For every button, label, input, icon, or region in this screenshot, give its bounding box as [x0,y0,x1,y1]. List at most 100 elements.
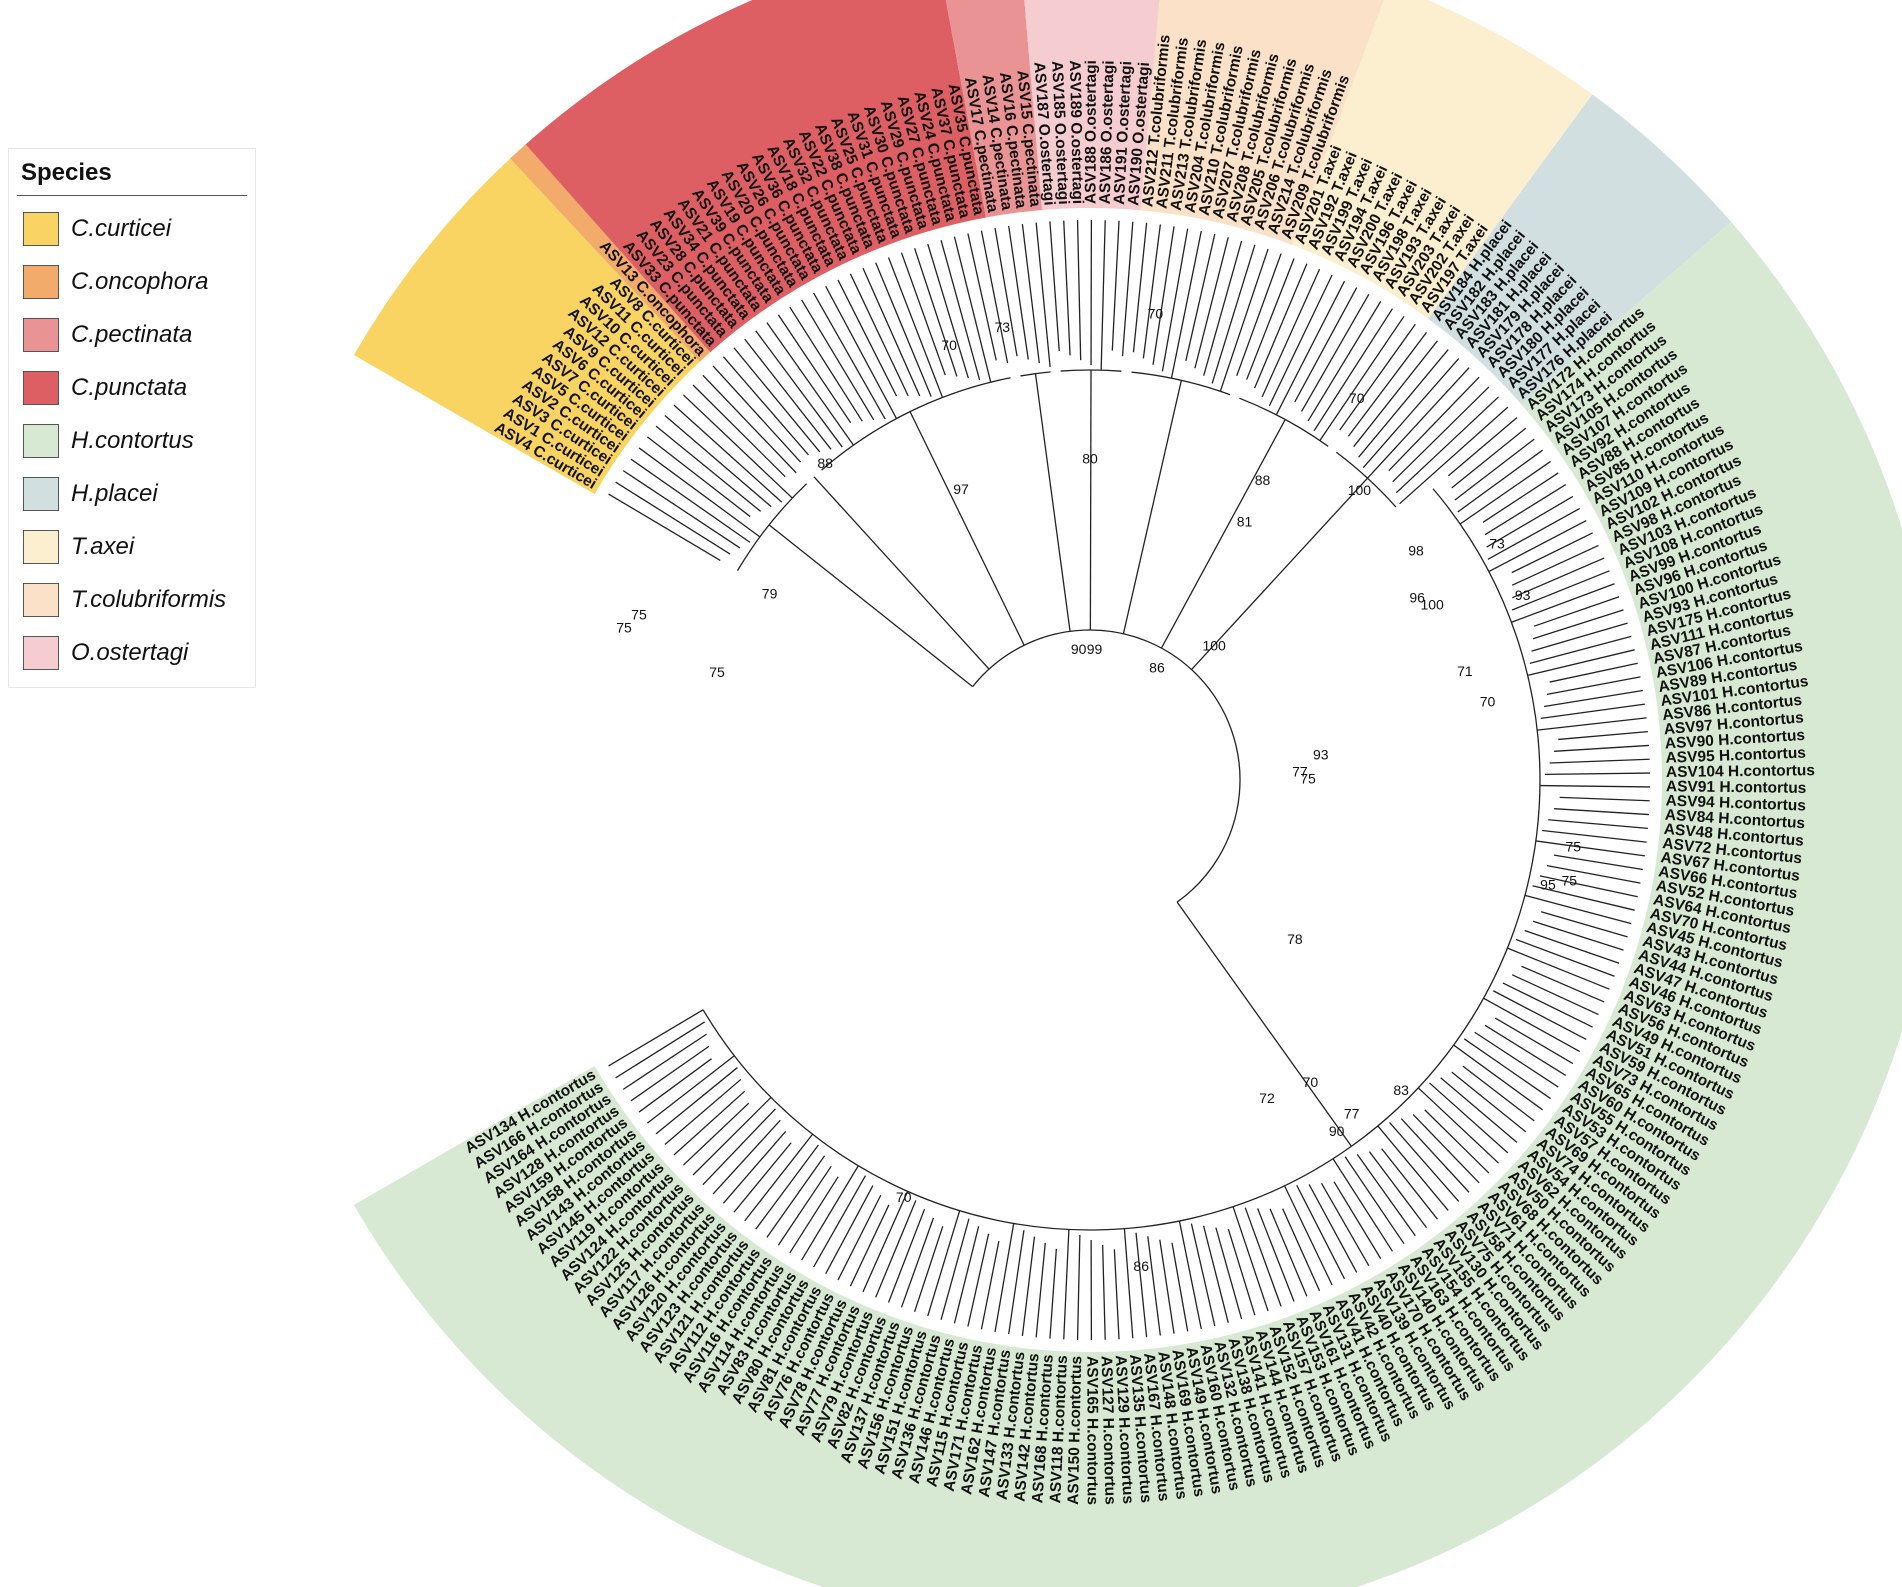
leaf-branch [1111,220,1120,351]
root-arc [972,629,1241,903]
bootstrap-value: 70 [1303,1074,1319,1090]
leaf-label: ASV165 H.contortus [1083,1356,1100,1505]
leaf-branch [1549,758,1650,764]
leaf-branch [1356,1154,1416,1237]
bootstrap-value: 100 [1202,638,1226,654]
species-band [353,158,700,494]
leaf-branch [1296,1185,1346,1280]
leaf-branch [1101,1244,1106,1340]
bootstrap-value: 70 [941,337,957,353]
bootstrap-value: 70 [896,1189,912,1205]
leaf-branch [1232,1206,1269,1312]
species-band [1140,0,1385,245]
leaf-branch [615,1021,706,1079]
leaf-branch [1544,772,1650,776]
leaf-branch [692,1096,772,1176]
leaf-branch [913,247,958,377]
leaf-branch [1256,1208,1295,1302]
bootstrap-value: 75 [709,664,725,680]
species-legend: Species C.curticei C.oncophora C.pectina… [8,148,256,688]
leaf-branch [722,1131,787,1204]
leaf-branch [1268,274,1333,407]
bootstrap-value: 77 [1344,1106,1360,1122]
leaf-branch [994,1223,1015,1332]
leaf-branch [1319,315,1405,441]
bootstrap-value: 70 [1148,305,1164,321]
species-band [1428,94,1732,405]
leaf-branch [766,322,854,446]
bootstrap-value: 88 [817,455,833,471]
leaf-branch [1487,507,1581,560]
leaf-branch [1533,596,1620,627]
legend-swatch [23,582,59,617]
clade-branch [813,476,990,670]
legend-label: H.contortus [71,426,194,454]
leaf-branch [1511,532,1593,574]
leaf-branch [1246,258,1295,380]
leaf-branch [1429,1082,1509,1154]
leaf-branch [1424,1109,1490,1174]
leaf-branch [1474,1031,1559,1088]
leaf-branch [1076,220,1082,361]
legend-swatch [23,476,59,511]
legend-item-c-punctata: C.punctata [17,361,247,414]
leaf-branch [692,384,786,478]
leaf-branch [1381,1148,1438,1220]
leaf-branch [1515,938,1615,977]
leaf-branch [825,285,898,419]
leaf-branch [940,239,981,381]
leaf-branch [1392,386,1490,483]
leaf-branch [1135,1232,1148,1338]
leaf-branch [1211,244,1256,384]
leaf-branch [1492,990,1587,1040]
legend-item-h-contortus: H.contortus [17,414,247,467]
tree-branches [608,220,1650,1340]
clade-branch [1089,369,1092,631]
legend-item-o-ostertagi: O.ostertagi [17,626,247,679]
leaf-branch [1507,947,1610,990]
species-band [945,0,1043,218]
leaf-branch [1344,1156,1405,1245]
leaf-branch [1554,808,1649,816]
leaf-branch [777,1165,832,1246]
leaf-branch [1147,1236,1161,1336]
bootstrap-value: 73 [994,319,1010,335]
leaf-branch [1368,1151,1428,1229]
leaf-branch [1275,280,1346,416]
leaf-branch [1502,982,1593,1028]
leaf-branch [1400,1118,1470,1193]
bootstrap-value: 100 [1348,482,1372,498]
leaf-branch [953,1226,980,1324]
leaf-branch [1459,460,1551,525]
leaf-branch [777,314,852,424]
leaf-branch [887,257,944,398]
leaf-branch [1132,222,1148,353]
leaf-branch [1219,248,1269,392]
leaf-branch [980,230,1009,364]
leaf-branch [1171,1242,1189,1332]
leaf-branch [1121,221,1134,357]
bootstrap-value: 81 [1237,514,1253,530]
leaf-branch [1185,233,1216,361]
legend-swatch [23,529,59,564]
clade-branch [1191,477,1368,671]
leaf-branch [1558,731,1648,741]
leaf-branch [1161,228,1189,372]
legend-item-c-curticei: C.curticei [17,202,247,255]
leaf-branch [1261,268,1321,398]
legend-swatch [23,264,59,299]
legend-item-c-pectinata: C.pectinata [17,308,247,361]
leaf-branch [1389,1122,1460,1202]
bootstrap-value: 83 [1393,1082,1409,1098]
clade-arc [1060,369,1122,372]
species-band [353,221,1902,1587]
legend-item-t-axei: T.axei [17,520,247,573]
leaf-branch [1549,662,1638,683]
leaf-branch [813,1175,866,1268]
leaf-branch [673,1090,746,1156]
leaf-branch [1451,1071,1527,1133]
leaf-branch [1543,689,1643,708]
leaf-branch [622,1033,707,1090]
